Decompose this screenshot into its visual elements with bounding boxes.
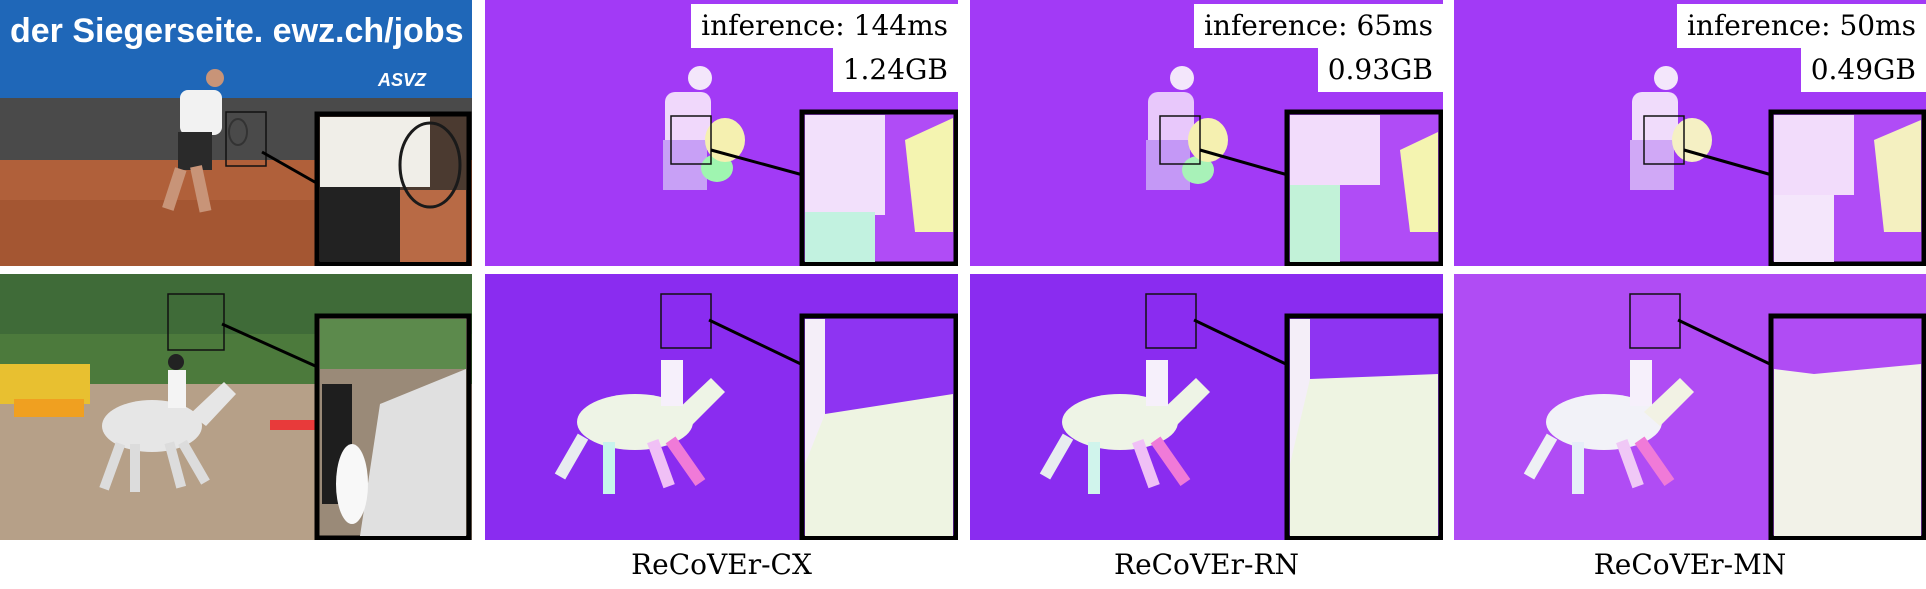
method-caption-mn: ReCoVEr-MN bbox=[1593, 548, 1787, 581]
flow-field bbox=[970, 274, 1443, 540]
tennis-photo: der Siegerseite. ewz.ch/jobs ASVZ bbox=[0, 0, 472, 266]
memory-usage: 0.93GB bbox=[1317, 48, 1443, 92]
flow-cx-horse bbox=[485, 274, 958, 540]
inference-time: inference: 50ms bbox=[1676, 4, 1926, 48]
flow-cx-tennis: inference: 144ms 1.24GB bbox=[485, 0, 958, 266]
memory-usage: 1.24GB bbox=[832, 48, 958, 92]
method-caption-cx: ReCoVEr-CX bbox=[631, 548, 812, 581]
inference-time: inference: 144ms bbox=[691, 4, 958, 48]
inference-time: inference: 65ms bbox=[1193, 4, 1443, 48]
method-caption-rn: ReCoVEr-RN bbox=[1113, 548, 1300, 581]
banner-logo: ASVZ bbox=[377, 70, 427, 90]
flow-field bbox=[485, 274, 958, 540]
input-frame-tennis: der Siegerseite. ewz.ch/jobs ASVZ bbox=[0, 0, 472, 266]
flow-rn-horse bbox=[970, 274, 1443, 540]
flow-mn-horse bbox=[1454, 274, 1926, 540]
flow-rn-tennis: inference: 65ms 0.93GB bbox=[970, 0, 1443, 266]
horse-photo bbox=[0, 274, 472, 540]
banner-text: der Siegerseite. ewz.ch/jobs bbox=[10, 12, 464, 50]
flow-field bbox=[1454, 274, 1926, 540]
input-frame-horse bbox=[0, 274, 472, 540]
memory-usage: 0.49GB bbox=[1800, 48, 1926, 92]
flow-mn-tennis: inference: 50ms 0.49GB bbox=[1454, 0, 1926, 266]
